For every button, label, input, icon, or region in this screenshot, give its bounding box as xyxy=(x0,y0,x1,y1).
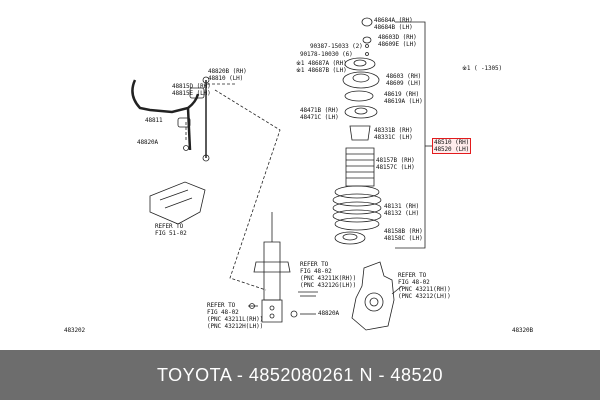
label-90178: 90178-10030 (6) xyxy=(300,51,353,58)
label-48158: 48158B (RH)48158C (LH) xyxy=(384,228,423,242)
bound-cap xyxy=(361,17,373,27)
label-48684: 48684A (RH)48684B (LH) xyxy=(374,17,413,31)
label-48820a: 48820A xyxy=(137,139,159,146)
label-48157: 48157B (RH)48157C (LH) xyxy=(376,157,415,171)
leader-dashed xyxy=(214,89,281,291)
nut xyxy=(362,36,372,44)
serial-note: ※1 ( -1305) xyxy=(462,65,503,72)
label-48471: 48471B (RH)48471C (LH) xyxy=(300,107,339,121)
figure-code-left: 483202 xyxy=(64,327,86,334)
label-48687: ※1 48687A (RH)※1 48687B (LH) xyxy=(296,60,347,74)
stabilizer-bar xyxy=(131,79,200,114)
spring-seat xyxy=(344,90,374,102)
upper-insulator-inner xyxy=(354,107,368,115)
assembly-bracket xyxy=(395,21,426,249)
spring-bumper xyxy=(349,125,371,141)
label-48331: 48331B (RH)48331C (LH) xyxy=(374,127,413,141)
stabilizer-bar-arm xyxy=(186,107,192,151)
lower-insulator-inner xyxy=(342,233,358,241)
upper-support xyxy=(344,57,376,71)
figure-code-right: 48320B xyxy=(512,327,534,334)
label-90387: 90387-15033 (2) xyxy=(310,43,363,50)
label-48603: 48603D (RH)48609E (LH) xyxy=(378,34,417,48)
label-48820a-lower: 48820A xyxy=(318,310,340,317)
strut-bracket xyxy=(253,261,291,273)
dust-boot xyxy=(345,147,375,187)
label-48619: 48619 (RH)48619A (LH) xyxy=(384,91,423,105)
part-number-footer: TOYOTA - 4852080261 N - 48520 xyxy=(0,350,600,400)
label-48603c: 48603 (RH)48609 (LH) xyxy=(386,73,422,87)
label-48820b: 48820B (RH)48810 (LH) xyxy=(208,68,247,82)
label-48131: 48131 (RH)48132 (LH) xyxy=(384,203,420,217)
support-bearing-inner xyxy=(352,73,370,83)
stabilizer-bracket xyxy=(149,181,206,225)
bushing xyxy=(189,87,205,99)
steering-knuckle xyxy=(351,261,395,331)
support-bearing xyxy=(342,71,380,89)
lower-insulator xyxy=(334,231,366,245)
upper-insulator xyxy=(344,105,378,119)
label-48815: 48815D (RH)48815E (LH) xyxy=(172,83,211,97)
bolt xyxy=(365,52,369,56)
suspension-diagram xyxy=(131,17,432,331)
highlighted-part-label: 48510 (RH)48520 (LH) xyxy=(432,138,472,154)
coil-spring xyxy=(332,185,382,231)
bushing xyxy=(177,117,191,128)
strut-body xyxy=(263,241,281,301)
bolt xyxy=(365,44,369,48)
label-48811: 48811 xyxy=(145,117,163,124)
upper-support-inner xyxy=(353,59,367,67)
